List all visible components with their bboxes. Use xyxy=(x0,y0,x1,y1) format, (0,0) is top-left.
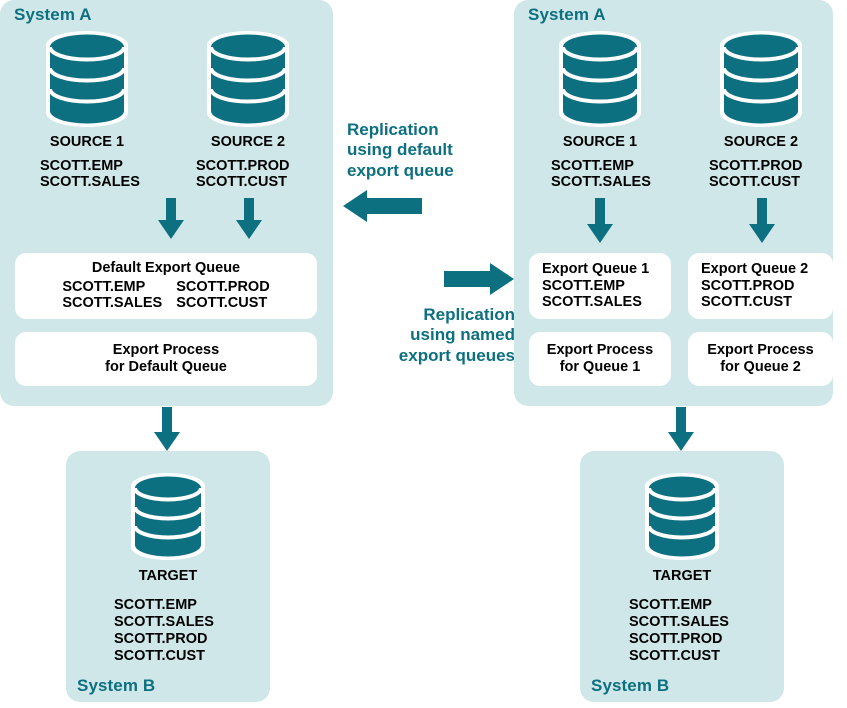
right-export-queue-1-box: Export Queue 1 SCOTT.EMP SCOTT.SALES xyxy=(529,253,671,319)
right-export-queue-1-table-2: SCOTT.SALES xyxy=(542,294,642,311)
replication-default-caption: Replication using default export queue xyxy=(347,120,454,181)
left-source-1-name: SOURCE 1 xyxy=(49,134,125,150)
right-export-to-target-arrow xyxy=(667,407,695,452)
right-export-process-1-box: Export Process for Queue 1 xyxy=(529,332,671,386)
right-export-queue-1-table-1: SCOTT.EMP xyxy=(542,277,625,294)
replication-default-caption-line-1: Replication xyxy=(347,120,439,139)
right-export-process-2-box: Export Process for Queue 2 xyxy=(688,332,833,386)
left-source-2-tables: SCOTT.PROD SCOTT.CUST xyxy=(196,158,289,190)
right-source-1-tables: SCOTT.EMP SCOTT.SALES xyxy=(551,158,651,190)
left-default-queue-table-2: SCOTT.SALES xyxy=(62,295,163,312)
right-source-1-table-2: SCOTT.SALES xyxy=(551,174,651,191)
right-source-2-table-1: SCOTT.PROD xyxy=(709,158,803,174)
left-export-process-line-2: for Default Queue xyxy=(105,359,227,375)
right-export-queue-2-table-2: SCOTT.CUST xyxy=(701,294,793,311)
left-target-database-icon xyxy=(127,470,209,563)
right-export-process-1-line-1: Export Process xyxy=(546,342,654,359)
left-default-export-queue-box: Default Export Queue SCOTT.EMP SCOTT.PRO… xyxy=(15,253,317,319)
left-export-process-line-1: Export Process xyxy=(112,342,220,359)
left-default-queue-table-4: SCOTT.CUST xyxy=(176,295,268,312)
right-export-queue-2-table-1: SCOTT.PROD xyxy=(701,277,795,294)
replication-named-caption-line-3: export queues xyxy=(398,345,515,365)
right-source-2-table-2: SCOTT.CUST xyxy=(709,174,801,191)
right-source-1-down-arrow xyxy=(586,198,614,244)
right-source-2-tables: SCOTT.PROD SCOTT.CUST xyxy=(709,158,802,190)
left-source-1-down-arrow xyxy=(157,198,185,240)
left-target-name: TARGET xyxy=(138,568,198,584)
left-export-to-target-arrow xyxy=(153,407,181,452)
replication-default-caption-line-2: using default xyxy=(347,140,453,160)
left-source-2-database-icon xyxy=(203,28,293,130)
right-export-process-2-line-2: for Queue 2 xyxy=(720,359,801,375)
right-source-2-database-icon xyxy=(716,28,806,130)
left-source-1-database-icon xyxy=(42,28,132,130)
left-export-process-box: Export Process for Default Queue xyxy=(15,332,317,386)
right-export-queue-1-title: Export Queue 1 xyxy=(542,260,650,277)
left-source-2-table-2: SCOTT.CUST xyxy=(196,174,288,191)
left-target-table-4: SCOTT.CUST xyxy=(114,648,206,665)
right-export-process-2-line-1: Export Process xyxy=(707,342,814,359)
right-target-tables: SCOTT.EMP SCOTT.SALES SCOTT.PROD SCOTT.C… xyxy=(629,597,729,665)
right-target-name: TARGET xyxy=(652,568,712,584)
right-system-b-label: System B xyxy=(591,676,670,695)
right-source-2-name: SOURCE 2 xyxy=(723,134,799,150)
right-source-1-table-1: SCOTT.EMP xyxy=(551,158,634,174)
right-system-a-label: System A xyxy=(528,5,606,24)
right-target-table-4: SCOTT.CUST xyxy=(629,648,721,665)
right-export-queue-2-title: Export Queue 2 xyxy=(701,260,809,277)
right-target-table-2: SCOTT.SALES xyxy=(629,614,729,631)
left-source-1-table-1: SCOTT.EMP xyxy=(40,158,123,174)
left-target-table-3: SCOTT.PROD xyxy=(114,631,208,648)
left-source-1-tables: SCOTT.EMP SCOTT.SALES xyxy=(40,158,140,190)
right-source-2-down-arrow xyxy=(748,198,776,244)
right-target-database-icon xyxy=(641,470,723,563)
left-default-queue-table-3: SCOTT.PROD xyxy=(176,278,270,295)
replication-named-right-arrow xyxy=(443,262,515,296)
left-target-table-2: SCOTT.SALES xyxy=(114,614,214,631)
replication-named-caption-line-2: using named xyxy=(410,325,515,345)
right-export-process-1-line-2: for Queue 1 xyxy=(559,359,641,375)
left-default-export-queue-title: Default Export Queue xyxy=(91,259,241,276)
right-export-queue-2-box: Export Queue 2 SCOTT.PROD SCOTT.CUST xyxy=(688,253,833,319)
left-system-a-label: System A xyxy=(14,5,92,24)
right-target-table-1: SCOTT.EMP xyxy=(629,597,712,613)
left-target-table-1: SCOTT.EMP xyxy=(114,597,197,613)
replication-default-caption-line-3: export queue xyxy=(347,160,454,180)
right-source-1-database-icon xyxy=(555,28,645,130)
left-default-queue-table-1: SCOTT.EMP xyxy=(62,278,146,295)
left-source-2-table-1: SCOTT.PROD xyxy=(196,158,290,174)
right-target-table-3: SCOTT.PROD xyxy=(629,631,723,648)
left-default-export-queue-tables: SCOTT.EMP SCOTT.PROD SCOTT.SALES SCOTT.C… xyxy=(62,279,269,313)
left-source-2-name: SOURCE 2 xyxy=(210,134,286,150)
left-source-2-down-arrow xyxy=(235,198,263,240)
right-source-1-name: SOURCE 1 xyxy=(562,134,638,150)
left-target-tables: SCOTT.EMP SCOTT.SALES SCOTT.PROD SCOTT.C… xyxy=(114,597,214,665)
left-source-1-table-2: SCOTT.SALES xyxy=(40,174,140,191)
replication-default-left-arrow xyxy=(343,189,423,223)
replication-named-caption: Replication using named export queues xyxy=(335,305,515,366)
replication-named-caption-line-1: Replication xyxy=(423,305,515,324)
left-system-b-label: System B xyxy=(77,676,156,695)
